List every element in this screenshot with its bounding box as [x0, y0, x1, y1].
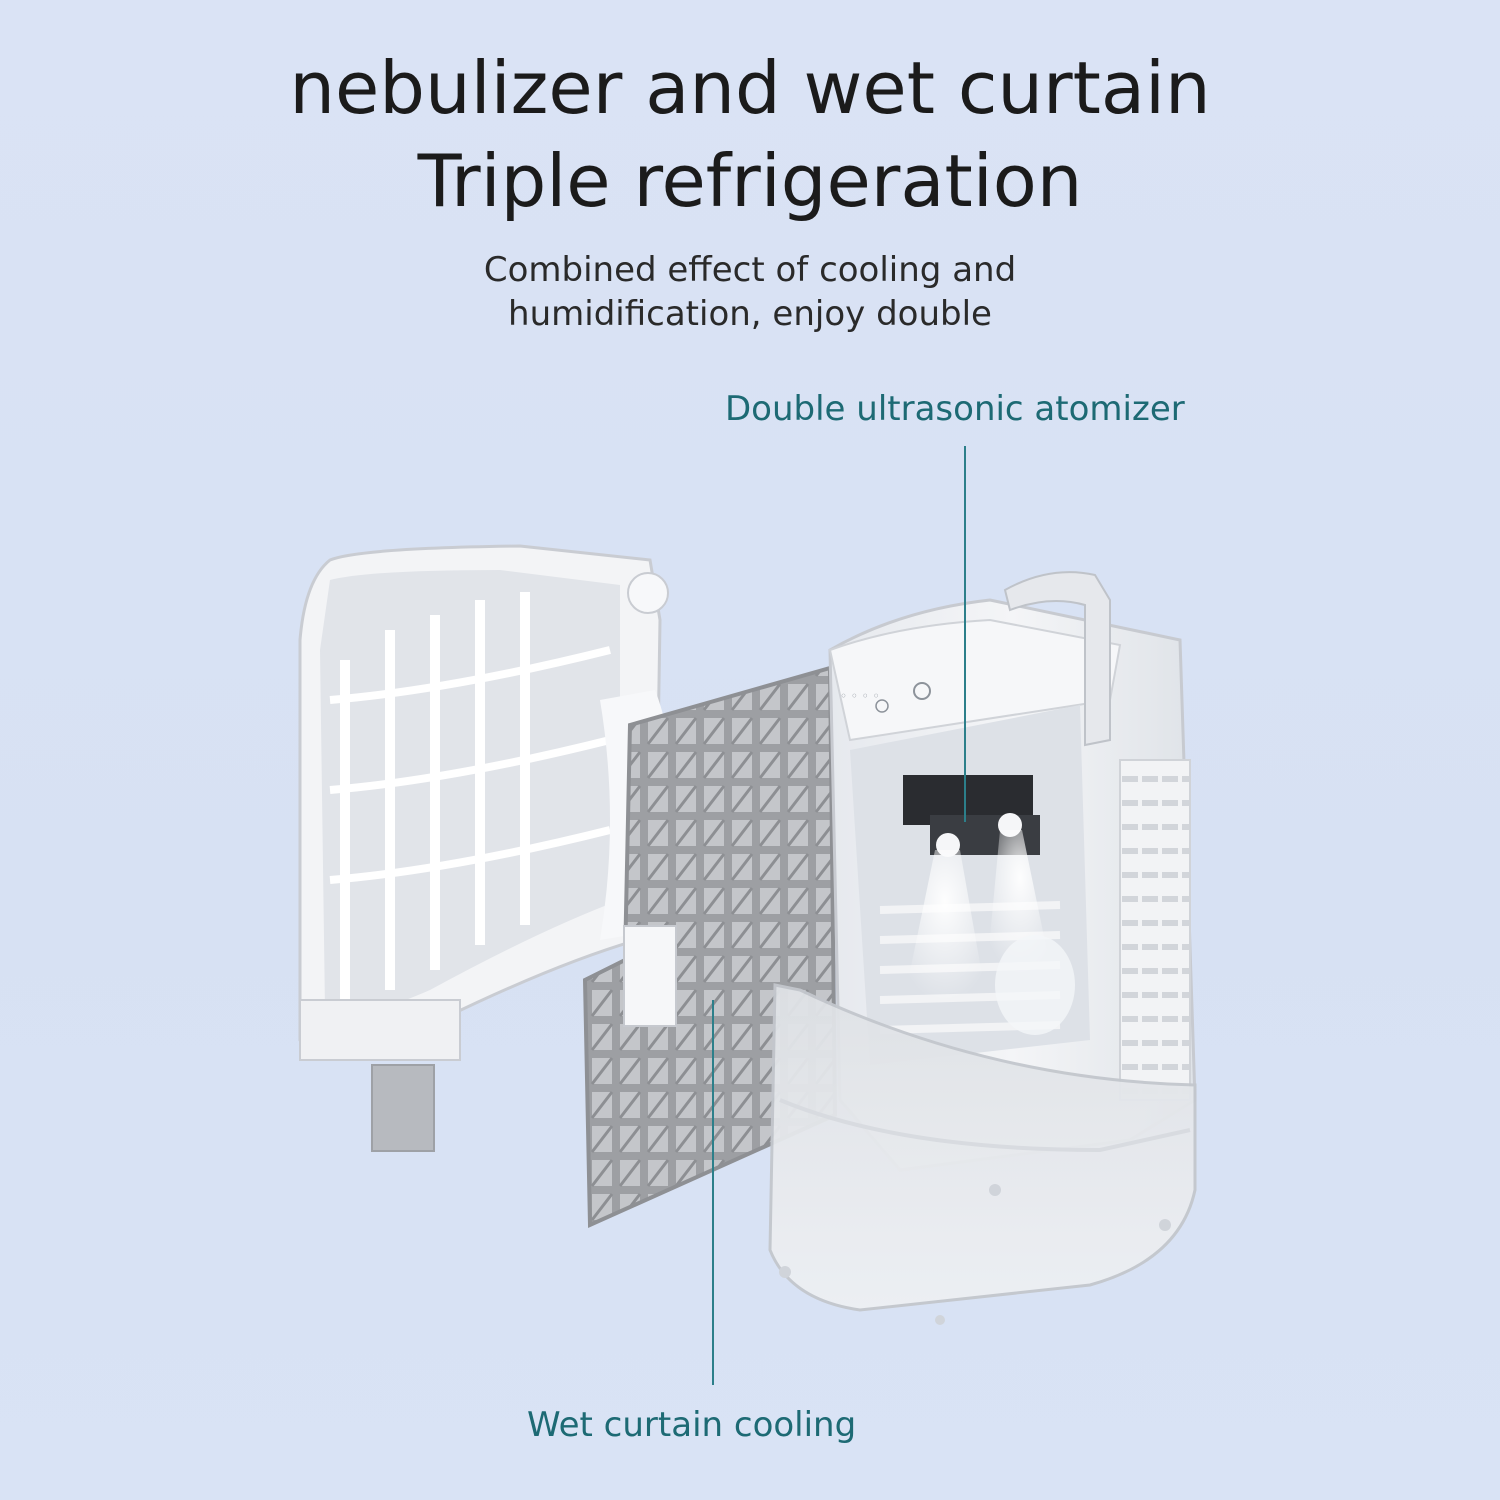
callout-leader-top [964, 446, 966, 822]
headline-line-1: nebulizer and wet curtain [289, 46, 1211, 130]
subtitle-line-2: humidification, enjoy double [508, 294, 992, 334]
svg-text:◦ ◦ ◦ ◦: ◦ ◦ ◦ ◦ [840, 689, 880, 703]
callout-atomizer-label: Double ultrasonic atomizer [725, 389, 1185, 429]
subtitle-line-1: Combined effect of cooling and [483, 250, 1017, 290]
callout-leader-bottom [712, 1000, 714, 1385]
cooler-body: ◦ ◦ ◦ ◦ [768, 571, 1197, 1325]
headline-line-2: Triple refrigeration [417, 139, 1083, 223]
callout-wet-curtain-label: Wet curtain cooling [527, 1405, 857, 1445]
